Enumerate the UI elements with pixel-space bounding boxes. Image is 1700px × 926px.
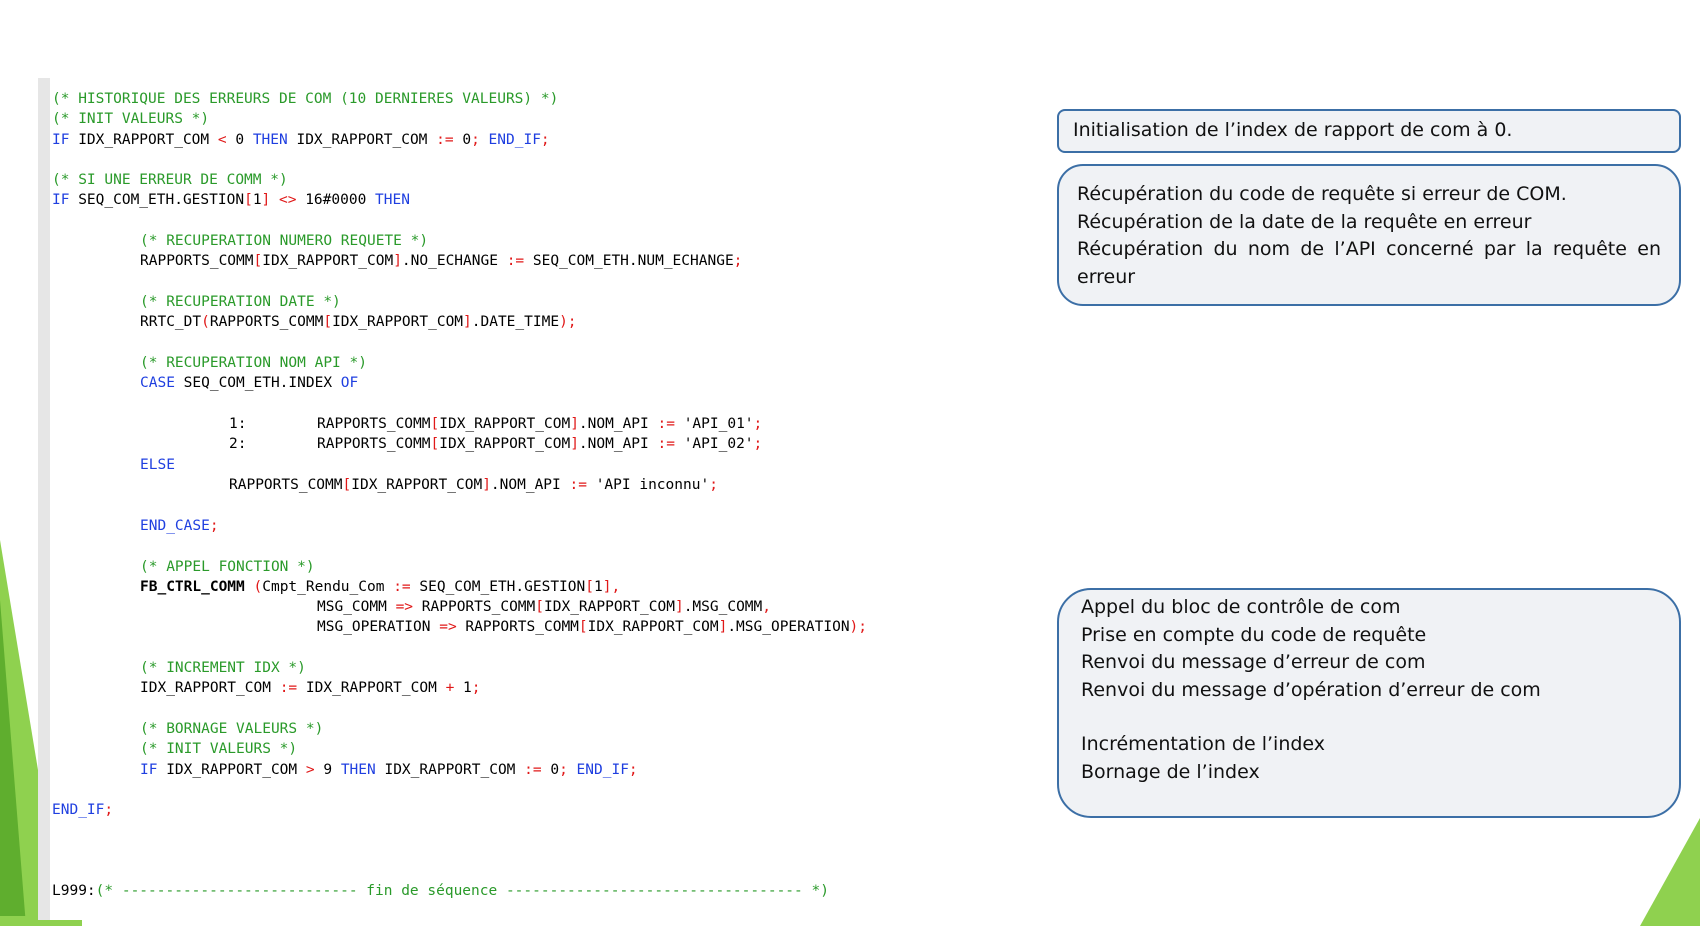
code-line-case-1: RAPPORTS_COMM[IDX_RAPPORT_COM].NOM_API :… — [317, 416, 763, 432]
code-comment-increment: (* INCREMENT IDX *) — [140, 660, 306, 676]
code-line-no-echange: RAPPORTS_COMM[IDX_RAPPORT_COM].NO_ECHANG… — [140, 253, 743, 269]
code-line-if-reset: IF IDX_RAPPORT_COM < 0 THEN IDX_RAPPORT_… — [52, 132, 550, 148]
callout-text: Récupération du code de requête si erreu… — [1077, 183, 1567, 205]
callout-text: Initialisation de l’index de rapport de … — [1073, 119, 1513, 141]
code-line-case: CASE SEQ_COM_ETH.INDEX OF — [140, 375, 359, 391]
code-line-msg-comm: MSG_COMM => RAPPORTS_COMM[IDX_RAPPORT_CO… — [317, 599, 771, 615]
code-line-case-2-num: 2: — [229, 436, 247, 452]
code-comment-date: (* RECUPERATION DATE *) — [140, 294, 341, 310]
callout-appel-bloc: Appel du bloc de contrôle de com Prise e… — [1057, 588, 1681, 818]
callout-text: Appel du bloc de contrôle de com — [1081, 596, 1401, 618]
callout-initialisation: Initialisation de l’index de rapport de … — [1057, 109, 1681, 153]
code-line-fb-call: FB_CTRL_COMM (Cmpt_Rendu_Com := SEQ_COM_… — [140, 579, 621, 595]
callout-text: Récupération de la date de la requête en… — [1077, 210, 1532, 233]
code-line-else-api: RAPPORTS_COMM[IDX_RAPPORT_COM].NOM_API :… — [229, 477, 718, 493]
code-line-rrtc-dt: RRTC_DT(RAPPORTS_COMM[IDX_RAPPORT_COM].D… — [140, 314, 577, 330]
code-line-else: ELSE — [140, 457, 175, 473]
callout-text: Renvoi du message d’opération d’erreur d… — [1081, 678, 1541, 701]
code-line-end-case: END_CASE; — [140, 518, 219, 534]
code-line-case-1-num: 1: — [229, 416, 247, 432]
code-line-if-gestion: IF SEQ_COM_ETH.GESTION[1] <> 16#0000 THE… — [52, 192, 410, 208]
code-comment-historique: (* HISTORIQUE DES ERREURS DE COM (10 DER… — [52, 91, 559, 107]
code-line-msg-operation: MSG_OPERATION => RAPPORTS_COMM[IDX_RAPPO… — [317, 619, 868, 635]
callout-text: Récupération du nom de l’API concerné pa… — [1077, 238, 1661, 288]
code-line-end-if: END_IF; — [52, 802, 114, 818]
code-line-if-bornage: IF IDX_RAPPORT_COM > 9 THEN IDX_RAPPORT_… — [140, 762, 638, 778]
code-comment-appel: (* APPEL FONCTION *) — [140, 559, 315, 575]
callout-text: Incrémentation de l’index — [1081, 733, 1326, 755]
code-comment-erreur: (* SI UNE ERREUR DE COMM *) — [52, 172, 288, 188]
code-editor-panel — [38, 78, 1060, 920]
code-comment-nom-api: (* RECUPERATION NOM API *) — [140, 355, 367, 371]
callout-text: Renvoi du message d’erreur de com — [1081, 651, 1426, 673]
callout-text: Bornage de l’index — [1081, 760, 1260, 783]
code-comment-init-2: (* INIT VALEURS *) — [140, 741, 298, 757]
callout-spacer — [1081, 704, 1659, 731]
code-comment-num-requete: (* RECUPERATION NUMERO REQUETE *) — [140, 233, 429, 249]
callout-recuperation: Récupération du code de requête si erreu… — [1057, 164, 1681, 306]
code-line-l999: L999:(* --------------------------- fin … — [52, 883, 829, 899]
code-line-case-2: RAPPORTS_COMM[IDX_RAPPORT_COM].NOM_API :… — [317, 436, 763, 452]
code-line-increment: IDX_RAPPORT_COM := IDX_RAPPORT_COM + 1; — [140, 680, 481, 696]
callout-text: Prise en compte du code de requête — [1081, 623, 1427, 646]
code-comment-bornage: (* BORNAGE VALEURS *) — [140, 721, 324, 737]
code-comment-init: (* INIT VALEURS *) — [52, 111, 210, 127]
